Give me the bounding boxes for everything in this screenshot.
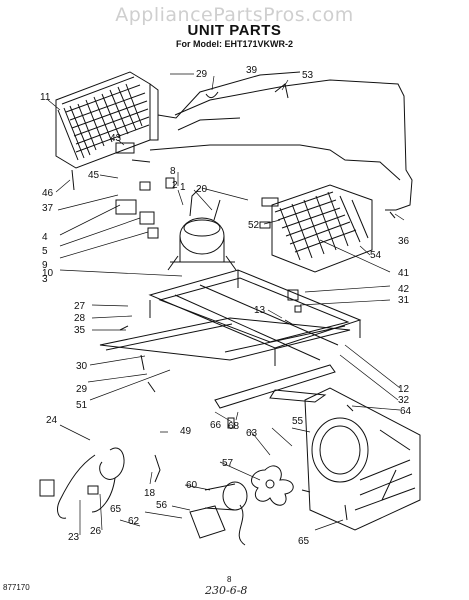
callout-62: 62: [128, 516, 140, 527]
callout-55: 55: [292, 416, 304, 427]
callout-12: 12: [398, 384, 410, 395]
callout-2: 2: [172, 180, 178, 191]
compressor: [167, 187, 237, 271]
callout-35: 35: [74, 325, 86, 336]
callout-31: 31: [398, 295, 410, 306]
callout-23: 23: [68, 532, 80, 543]
callout-65: 65: [110, 504, 122, 515]
callout-3: 3: [42, 274, 48, 285]
model-subtitle: For Model: EHT171VKWR-2: [175, 39, 293, 49]
watermark: AppliancePartsPros.com: [115, 4, 354, 26]
callout-57: 57: [222, 458, 234, 469]
callout-60: 60: [186, 480, 198, 491]
handwritten-note: 230-6-8: [205, 584, 248, 597]
callout-29: 29: [76, 384, 88, 395]
callout-13: 13: [254, 305, 266, 316]
callout-63: 63: [246, 428, 258, 439]
refrigerant-tubing: [149, 79, 413, 211]
relay-parts: [115, 142, 175, 239]
fasteners: [71, 169, 396, 521]
fan-shroud: [304, 387, 421, 531]
callout-56: 56: [156, 500, 168, 511]
page-title: UNIT PARTS: [187, 22, 282, 39]
callout-46: 46: [42, 188, 54, 199]
drawing-code: 877170: [3, 583, 30, 592]
callout-26: 26: [90, 526, 102, 537]
page-number: 8: [227, 575, 232, 584]
callout-41: 41: [398, 268, 410, 279]
callout-36: 36: [398, 236, 410, 247]
callout-37: 37: [42, 203, 54, 214]
callout-8: 8: [170, 166, 176, 177]
callout-64: 64: [400, 406, 412, 417]
callout-11: 11: [40, 92, 51, 103]
callout-5: 5: [42, 246, 48, 257]
callout-27: 27: [74, 301, 86, 312]
evaporator-coil: [271, 184, 373, 273]
callout-52: 52: [248, 220, 260, 231]
callout-4: 4: [42, 232, 48, 243]
callout-66: 66: [210, 420, 222, 431]
callout-30: 30: [76, 361, 88, 372]
callout-49: 49: [180, 426, 192, 437]
base-frame: [99, 269, 362, 409]
callout-1: 1: [180, 182, 186, 193]
callout-24: 24: [46, 415, 58, 426]
callout-10: 10: [42, 268, 54, 279]
callout-42: 42: [398, 284, 410, 295]
callout-65: 65: [298, 536, 310, 547]
callout-20: 20: [196, 184, 208, 195]
callout-54: 54: [370, 250, 382, 261]
callout-28: 28: [74, 313, 86, 324]
callout-51: 51: [76, 400, 88, 411]
callout-18: 18: [144, 488, 156, 499]
condenser-coil: [55, 71, 301, 169]
fan-motor: [189, 465, 294, 546]
leader-lines: [47, 73, 405, 535]
callout-39: 39: [246, 65, 258, 76]
callout-45: 45: [88, 170, 100, 181]
callout-68: 68: [228, 421, 240, 432]
callout-32: 32: [398, 395, 410, 406]
callout-29: 29: [196, 69, 208, 80]
callout-43: 43: [110, 133, 122, 144]
callout-53: 53: [302, 70, 314, 81]
power-cord: [39, 447, 161, 519]
callout-9: 9: [42, 260, 48, 271]
